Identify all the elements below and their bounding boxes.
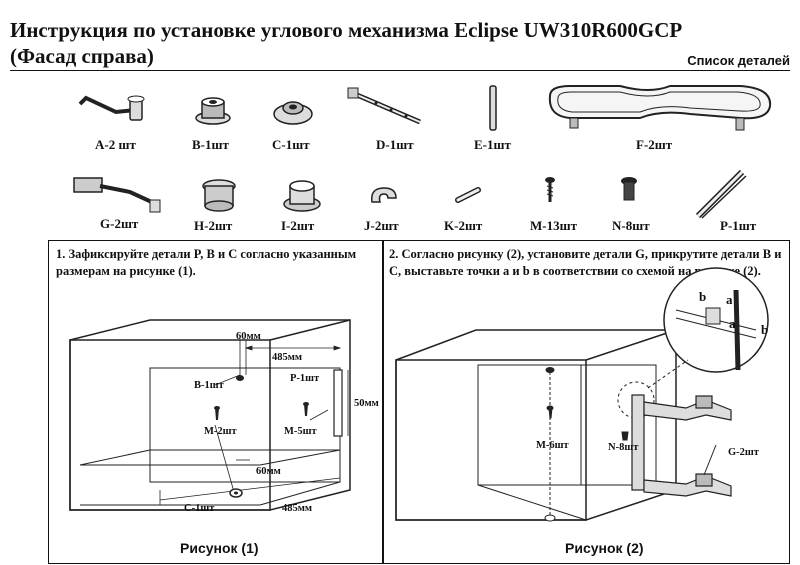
part-label-b: B-1шт [192,137,229,152]
part-label-n: N-8шт [612,218,650,233]
part-p-callout: P-1шт [290,373,320,384]
cabinet-figure-2 [395,267,769,522]
bracket-arm-icon [78,95,145,121]
part-label-f: F-2шт [636,137,673,152]
pin-icon [489,85,497,131]
part-label-a: A-2 шт [95,137,136,152]
part-label-j: J-2шт [364,218,399,233]
bolt-icon [621,177,637,201]
part-label-g: G-2шт [100,216,139,231]
part-label-c: C-1шт [272,137,310,152]
bolt-n8-callout: N-8шт [608,442,639,453]
arm-g2-callout: G-2шт [728,447,759,458]
dim-bottom-60-label: 60мм [256,466,281,477]
parts-list-label: Список деталей [687,53,790,68]
figure-2-caption: Рисунок (2) [565,540,644,556]
part-label-k: K-2шт [444,218,483,233]
point-b-top: b [699,289,707,304]
step1-instructions: 1. Зафиксируйте детали P, B и C согласно… [56,247,357,278]
flange-icon [273,101,313,125]
part-c-callout: C-1шт [184,503,215,514]
part-label-e: E-1шт [474,137,511,152]
screw-icon [545,177,555,202]
point-a-bottom: a [729,316,736,331]
part-label-p: P-1шт [720,218,757,233]
part-label-i: I-2шт [281,218,315,233]
screw-m5-callout: M-5шт [284,426,317,437]
knob-icon [195,97,231,125]
dim-bottom-485-label: 485мм [282,503,313,514]
point-a-top: a [726,292,733,307]
clip-icon [371,187,397,203]
ring-icon [283,180,321,212]
dim-top-60-label: 60мм [236,331,261,342]
part-label-h: H-2шт [194,218,233,233]
step1-panel [48,240,384,564]
page-subtitle: (Фасад справа) [10,44,154,68]
part-label-m: M-13шт [530,218,577,233]
step2-instructions: 2. Согласно рисунку (2), установите дета… [389,247,782,278]
screw-m6-callout: M-6шт [536,440,569,451]
tray-icon [548,85,772,131]
bushing-icon [202,179,236,212]
dim-top-485-label: 485мм [272,352,303,363]
cabinet-figure-1 [69,319,351,511]
screw-m2-callout: M-2шт [204,426,237,437]
page-title: Инструкция по установке углового механиз… [10,18,683,42]
figure-1-caption: Рисунок (1) [180,540,259,556]
arm-icon [73,177,161,213]
rail-icon [695,169,747,219]
point-b-bottom: b [761,322,769,337]
rod-icon [347,87,421,125]
dowel-icon [455,187,481,203]
part-label-d: D-1шт [376,137,414,152]
header-divider [10,70,790,71]
part-b-callout: B-1шт [194,380,224,391]
dim-50-label: 50мм [354,398,379,409]
step2-panel [382,240,790,564]
